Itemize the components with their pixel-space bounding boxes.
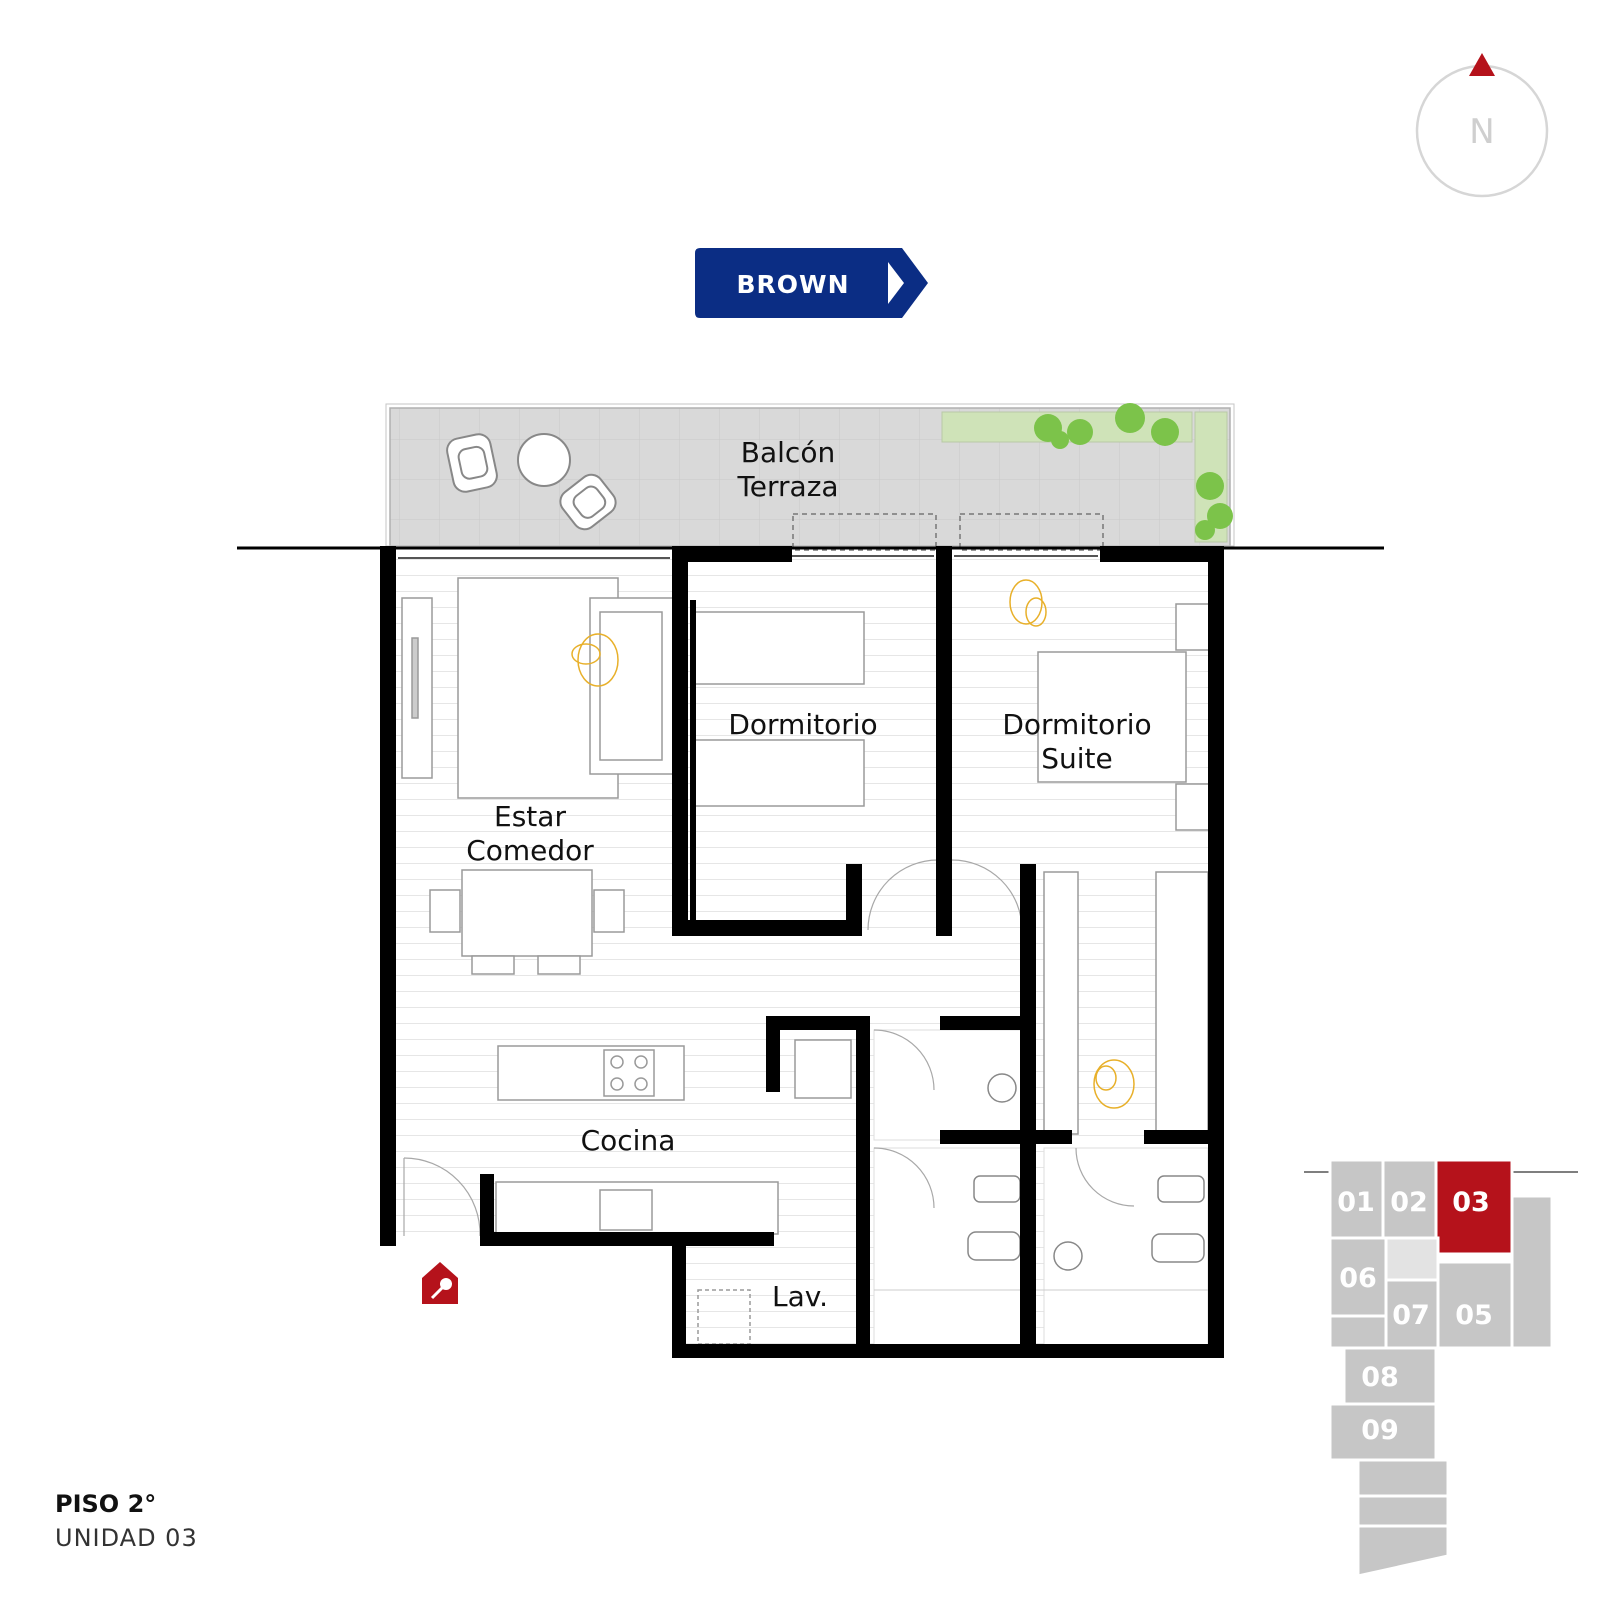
key-plan: 01 02 03 06 07 05 08 09 — [1304, 1158, 1578, 1578]
key-unit-label: 09 — [1361, 1415, 1399, 1446]
kitchen-island — [497, 1045, 685, 1101]
room-label-comedor: Comedor — [466, 834, 594, 867]
key-unit-label: 01 — [1337, 1187, 1375, 1218]
room-label-terraza: Terraza — [736, 470, 838, 503]
key-unit-01 — [1328, 1158, 1385, 1240]
key-unit-label-highlighted: 03 — [1452, 1187, 1490, 1218]
dining-table — [461, 869, 593, 957]
key-unit-05 — [1436, 1260, 1514, 1350]
window-lines — [398, 555, 1098, 559]
bedroom-furniture — [693, 603, 1211, 1135]
compass: N — [1415, 53, 1549, 198]
key-unit-label: 08 — [1361, 1362, 1399, 1393]
fridge — [794, 1039, 852, 1099]
balcony — [385, 403, 1235, 551]
key-unit-label: 07 — [1392, 1300, 1430, 1331]
key-unit-09 — [1328, 1402, 1438, 1462]
north-arrow-icon — [1469, 53, 1495, 76]
key-unit-02 — [1381, 1158, 1438, 1240]
chevron-right-icon — [888, 262, 904, 304]
door-swings — [403, 859, 1135, 1237]
key-unit-04 — [1510, 1194, 1554, 1350]
walls — [380, 546, 1224, 1358]
living-furniture — [401, 577, 852, 1345]
street-tag: BROWN — [695, 248, 928, 318]
bed-single — [693, 611, 865, 685]
room-label-cocina: Cocina — [581, 1124, 676, 1157]
key-unit-label: 05 — [1455, 1300, 1493, 1331]
key-unit-03 — [1434, 1158, 1514, 1256]
wardrobe — [1043, 871, 1079, 1135]
key-unit-label: 02 — [1390, 1187, 1428, 1218]
person-icons — [571, 579, 1135, 1109]
floor-label: PISO 2° — [55, 1490, 157, 1518]
entrance-key-icon — [422, 1262, 458, 1304]
compass-label: N — [1469, 112, 1494, 152]
room-label-dormitorio: Dormitorio — [728, 708, 877, 741]
balcony-furniture — [446, 433, 617, 531]
key-unit-label: 06 — [1339, 1263, 1377, 1294]
bathroom-fixtures — [967, 1073, 1205, 1271]
street-name: BROWN — [736, 270, 849, 299]
room-label-suite-line2: Suite — [1041, 742, 1113, 775]
unit-label: UNIDAD 03 — [55, 1524, 198, 1552]
room-label-lav: Lav. — [772, 1280, 828, 1313]
room-label-balcon: Balcón — [741, 436, 835, 469]
bed-single — [693, 739, 865, 807]
bed-double — [1037, 651, 1187, 783]
key-unit-08 — [1342, 1346, 1438, 1406]
washer — [697, 1289, 751, 1345]
wardrobe — [1155, 871, 1209, 1135]
room-label-estar: Estar — [494, 800, 566, 833]
plant-icon — [1034, 403, 1233, 540]
room-label-suite-line1: Dormitorio — [1002, 708, 1151, 741]
